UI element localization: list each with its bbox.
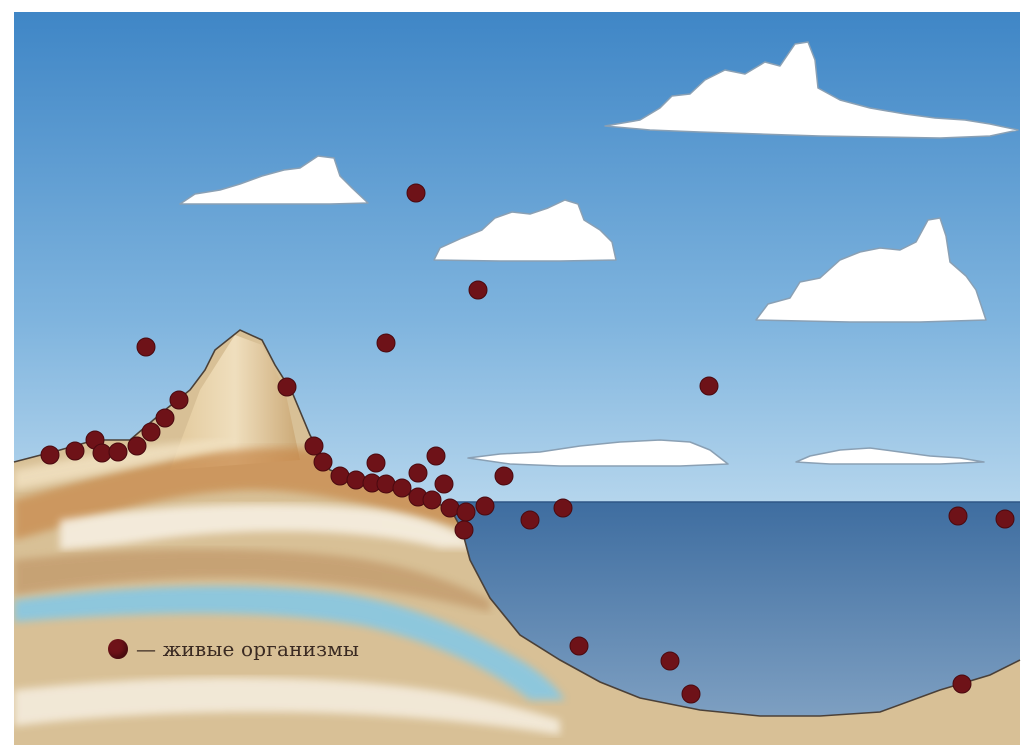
organism-dot (393, 479, 411, 497)
organism-dot (476, 497, 494, 515)
organism-dot (554, 499, 572, 517)
organism-dot (66, 442, 84, 460)
organism-dot (156, 409, 174, 427)
organism-dot (409, 464, 427, 482)
legend: — живые организмы (108, 636, 359, 662)
organism-dot (347, 471, 365, 489)
organism-dot (278, 378, 296, 396)
organism-dot (521, 511, 539, 529)
organism-dot (137, 338, 155, 356)
organism-dot (423, 491, 441, 509)
organism-dot (953, 675, 971, 693)
organism-dot (700, 377, 718, 395)
organism-dot (331, 467, 349, 485)
organism-dot (170, 391, 188, 409)
legend-label: — живые организмы (136, 637, 359, 661)
organism-dot (128, 437, 146, 455)
organism-dot (109, 443, 127, 461)
organism-dot (457, 503, 475, 521)
organism-dot (407, 184, 425, 202)
organism-dot (441, 499, 459, 517)
organism-dot (427, 447, 445, 465)
organism-dot (455, 521, 473, 539)
organism-dot (996, 510, 1014, 528)
organism-dot (367, 454, 385, 472)
organism-dot (314, 453, 332, 471)
organism-dot (377, 475, 395, 493)
organism-dot (682, 685, 700, 703)
organism-dot (469, 281, 487, 299)
organism-dot (305, 437, 323, 455)
organism-dot (41, 446, 59, 464)
organism-dot (949, 507, 967, 525)
organism-dot (435, 475, 453, 493)
organism-dot (661, 652, 679, 670)
organism-dot (142, 423, 160, 441)
organism-dot (93, 444, 111, 462)
organism-dot (570, 637, 588, 655)
legend-marker-icon (108, 639, 128, 659)
organism-dot (377, 334, 395, 352)
organism-dot (495, 467, 513, 485)
